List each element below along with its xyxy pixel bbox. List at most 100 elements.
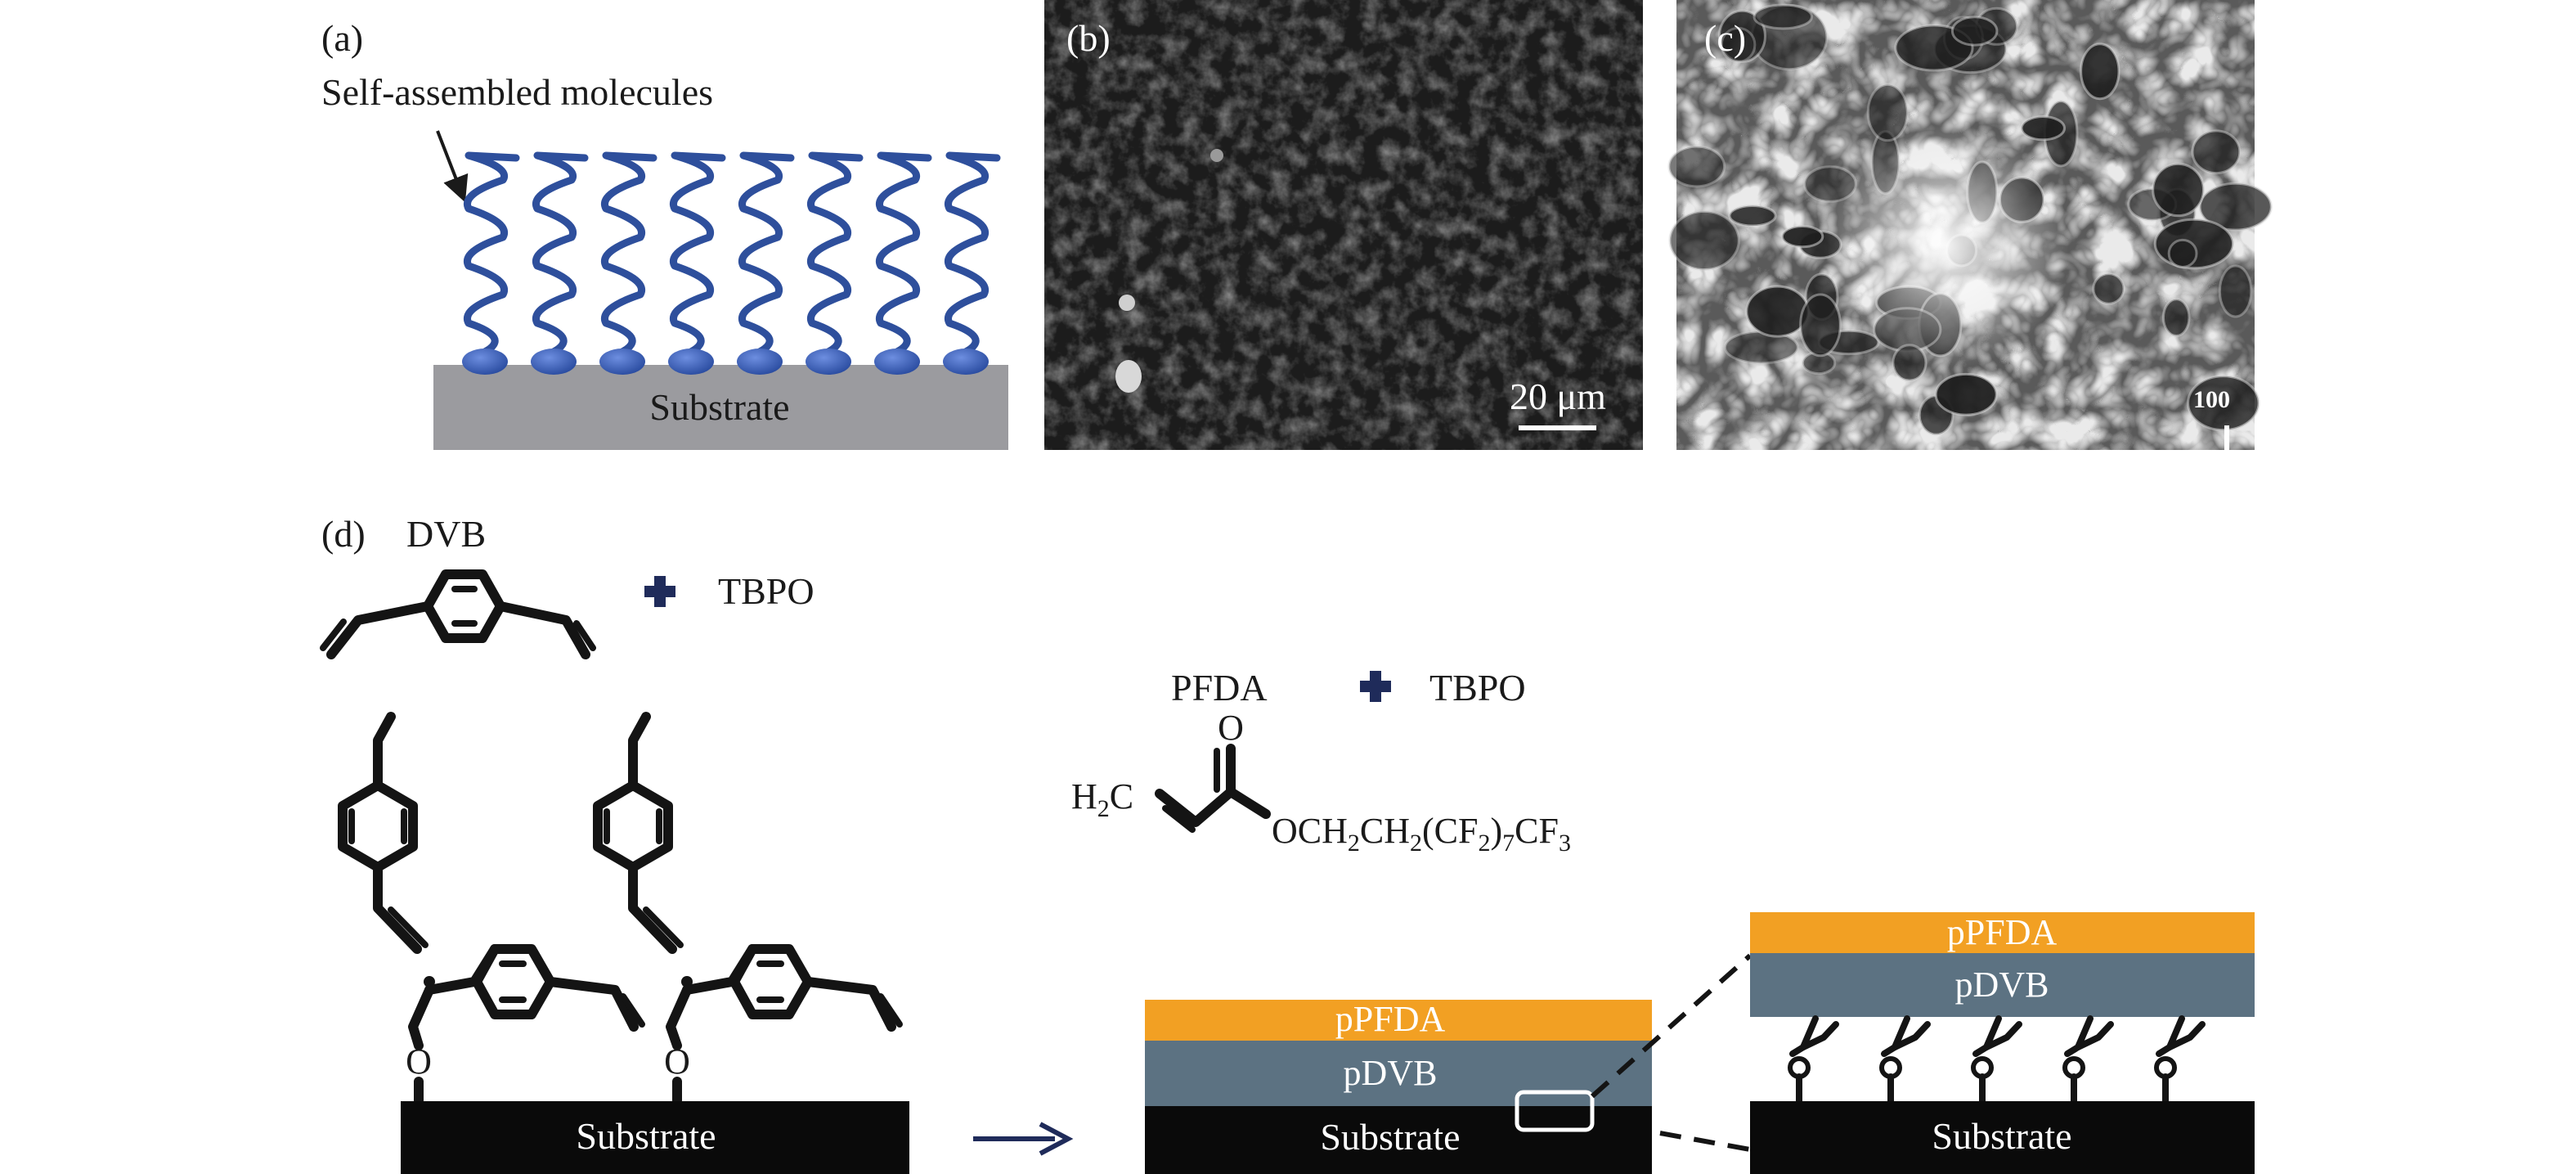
sem-pore	[1745, 285, 1810, 338]
molecule-head	[462, 349, 508, 375]
sem-particle	[1119, 295, 1135, 311]
molecule-head	[737, 349, 783, 375]
sem-particle	[1210, 149, 1223, 162]
ppfda-layer-mid	[1145, 1000, 1652, 1041]
reaction-arrow	[973, 1122, 1074, 1156]
h2c-label: H2C	[1071, 776, 1133, 822]
dvb-structure	[320, 569, 596, 659]
sem-pore	[1894, 24, 1974, 72]
ppfda-label-mid: pPFDA	[1335, 999, 1446, 1039]
sem-bright-region	[1824, 123, 2069, 368]
sem-pore	[1720, 26, 1757, 63]
linker-chain	[2062, 1015, 2114, 1104]
ppfda-layer-zoom	[1750, 912, 2255, 953]
sem-pore	[1934, 372, 1998, 416]
zoom-line-top	[1591, 953, 1752, 1099]
pdvb-layer-mid	[1145, 1041, 1652, 1106]
ppfda-label-zoom: pPFDA	[1947, 912, 2058, 952]
grafted-dvb-structures: O O	[338, 712, 903, 1105]
sem-pore	[2161, 298, 2191, 337]
molecule-chain	[874, 151, 932, 375]
sem-pore	[2187, 375, 2260, 432]
linker-o-1: O	[406, 1041, 432, 1082]
substrate-block-right	[1750, 1101, 2255, 1174]
pdvb-label-mid: pDVB	[1344, 1053, 1438, 1093]
substrate-label-mid: Substrate	[1320, 1116, 1460, 1158]
ester-chain: OCH2CH2(CF2)7CF3	[1272, 811, 1571, 857]
sem-pore	[2198, 182, 2273, 232]
scale-bar-b	[1519, 425, 1596, 430]
sem-particle	[1115, 360, 1142, 393]
self-assembled-annotation: Self-assembled molecules	[321, 71, 713, 113]
linker-chain	[1788, 1015, 1839, 1104]
coating-stack-zoomed: pPFDA pDVB Substrate	[1750, 912, 2255, 1174]
panel-a: (a) Self-assembled molecules Substrate	[321, 17, 1008, 450]
substrate-block-left	[401, 1101, 909, 1174]
substrate-label-right: Substrate	[1932, 1115, 2071, 1157]
annotation-arrow	[436, 130, 469, 203]
sem-pore	[2152, 162, 2206, 218]
sem-pore	[2167, 238, 2198, 268]
zoom-box	[1515, 1090, 1595, 1132]
dvb-label: DVB	[406, 513, 486, 555]
molecule-head	[943, 349, 989, 375]
sem-pore	[2092, 272, 2125, 305]
panel-a-label: (a)	[321, 17, 363, 59]
sem-pore	[2191, 129, 2242, 175]
molecule-chain	[668, 151, 726, 375]
pdvb-label-zoom: pDVB	[1955, 965, 2049, 1005]
panel-d: (d) DVB TBPO	[320, 513, 2255, 1174]
molecule-chain	[531, 151, 589, 375]
scale-bar-label-b: 20 μm	[1510, 376, 1606, 417]
tbpo-label-1: TBPO	[718, 570, 815, 612]
molecule-head	[599, 349, 645, 375]
molecule-head	[668, 349, 714, 375]
panel-b-label: (b)	[1066, 17, 1111, 59]
substrate-block-a	[433, 365, 1008, 450]
scale-bar-c	[2224, 425, 2229, 450]
linker-chain	[1971, 1015, 2022, 1104]
substrate-label-a: Substrate	[649, 386, 789, 428]
sem-texture-b	[1044, 0, 1643, 450]
sem-pores	[1667, 3, 2273, 436]
linker-chains	[1788, 1015, 2206, 1104]
molecule-chain	[737, 151, 795, 375]
sem-pore	[1780, 225, 1824, 249]
molecule-head	[806, 349, 851, 375]
linker-o-2: O	[664, 1041, 690, 1082]
self-assembled-molecules	[462, 151, 1001, 375]
molecule-head	[531, 349, 577, 375]
sem-pore	[1950, 16, 1999, 47]
plus-icon	[1360, 671, 1391, 702]
sem-pore	[2020, 115, 2066, 142]
pfda-structure: O H2C OCH2CH2(CF2)7CF3	[1071, 708, 1571, 857]
tbpo-label-2: TBPO	[1429, 667, 1526, 708]
carbonyl-o: O	[1218, 708, 1244, 748]
panel-d-label: (d)	[321, 513, 366, 555]
coating-stack-middle: pPFDA pDVB Substrate	[1145, 999, 1652, 1174]
sem-pore	[2218, 264, 2253, 318]
panel-c-label: (c)	[1704, 17, 1746, 59]
sem-pore	[1668, 209, 1740, 272]
sem-pore	[1752, 3, 1813, 30]
substrate-label-left: Substrate	[576, 1115, 716, 1157]
molecule-chain	[462, 151, 520, 375]
pdvb-layer-zoom	[1750, 953, 2255, 1017]
molecule-chain	[943, 151, 1001, 375]
zoom-line-bottom	[1659, 1131, 1751, 1152]
panel-c: (c) 100	[1667, 0, 2273, 450]
molecule-chain	[599, 151, 657, 375]
linker-chain	[1879, 1015, 1931, 1104]
sem-pore	[1799, 293, 1842, 358]
pfda-label: PFDA	[1171, 667, 1268, 708]
sem-pore	[2080, 43, 2120, 101]
sem-pore	[1728, 205, 1777, 227]
plus-icon	[644, 576, 675, 607]
scale-bar-label-c: 100	[2193, 386, 2230, 413]
sem-pore	[1667, 145, 1726, 188]
panel-b: (b) 20 μm	[1044, 0, 1643, 450]
linker-chain	[2154, 1015, 2206, 1104]
molecule-chain	[806, 151, 864, 375]
molecule-head	[874, 349, 920, 375]
